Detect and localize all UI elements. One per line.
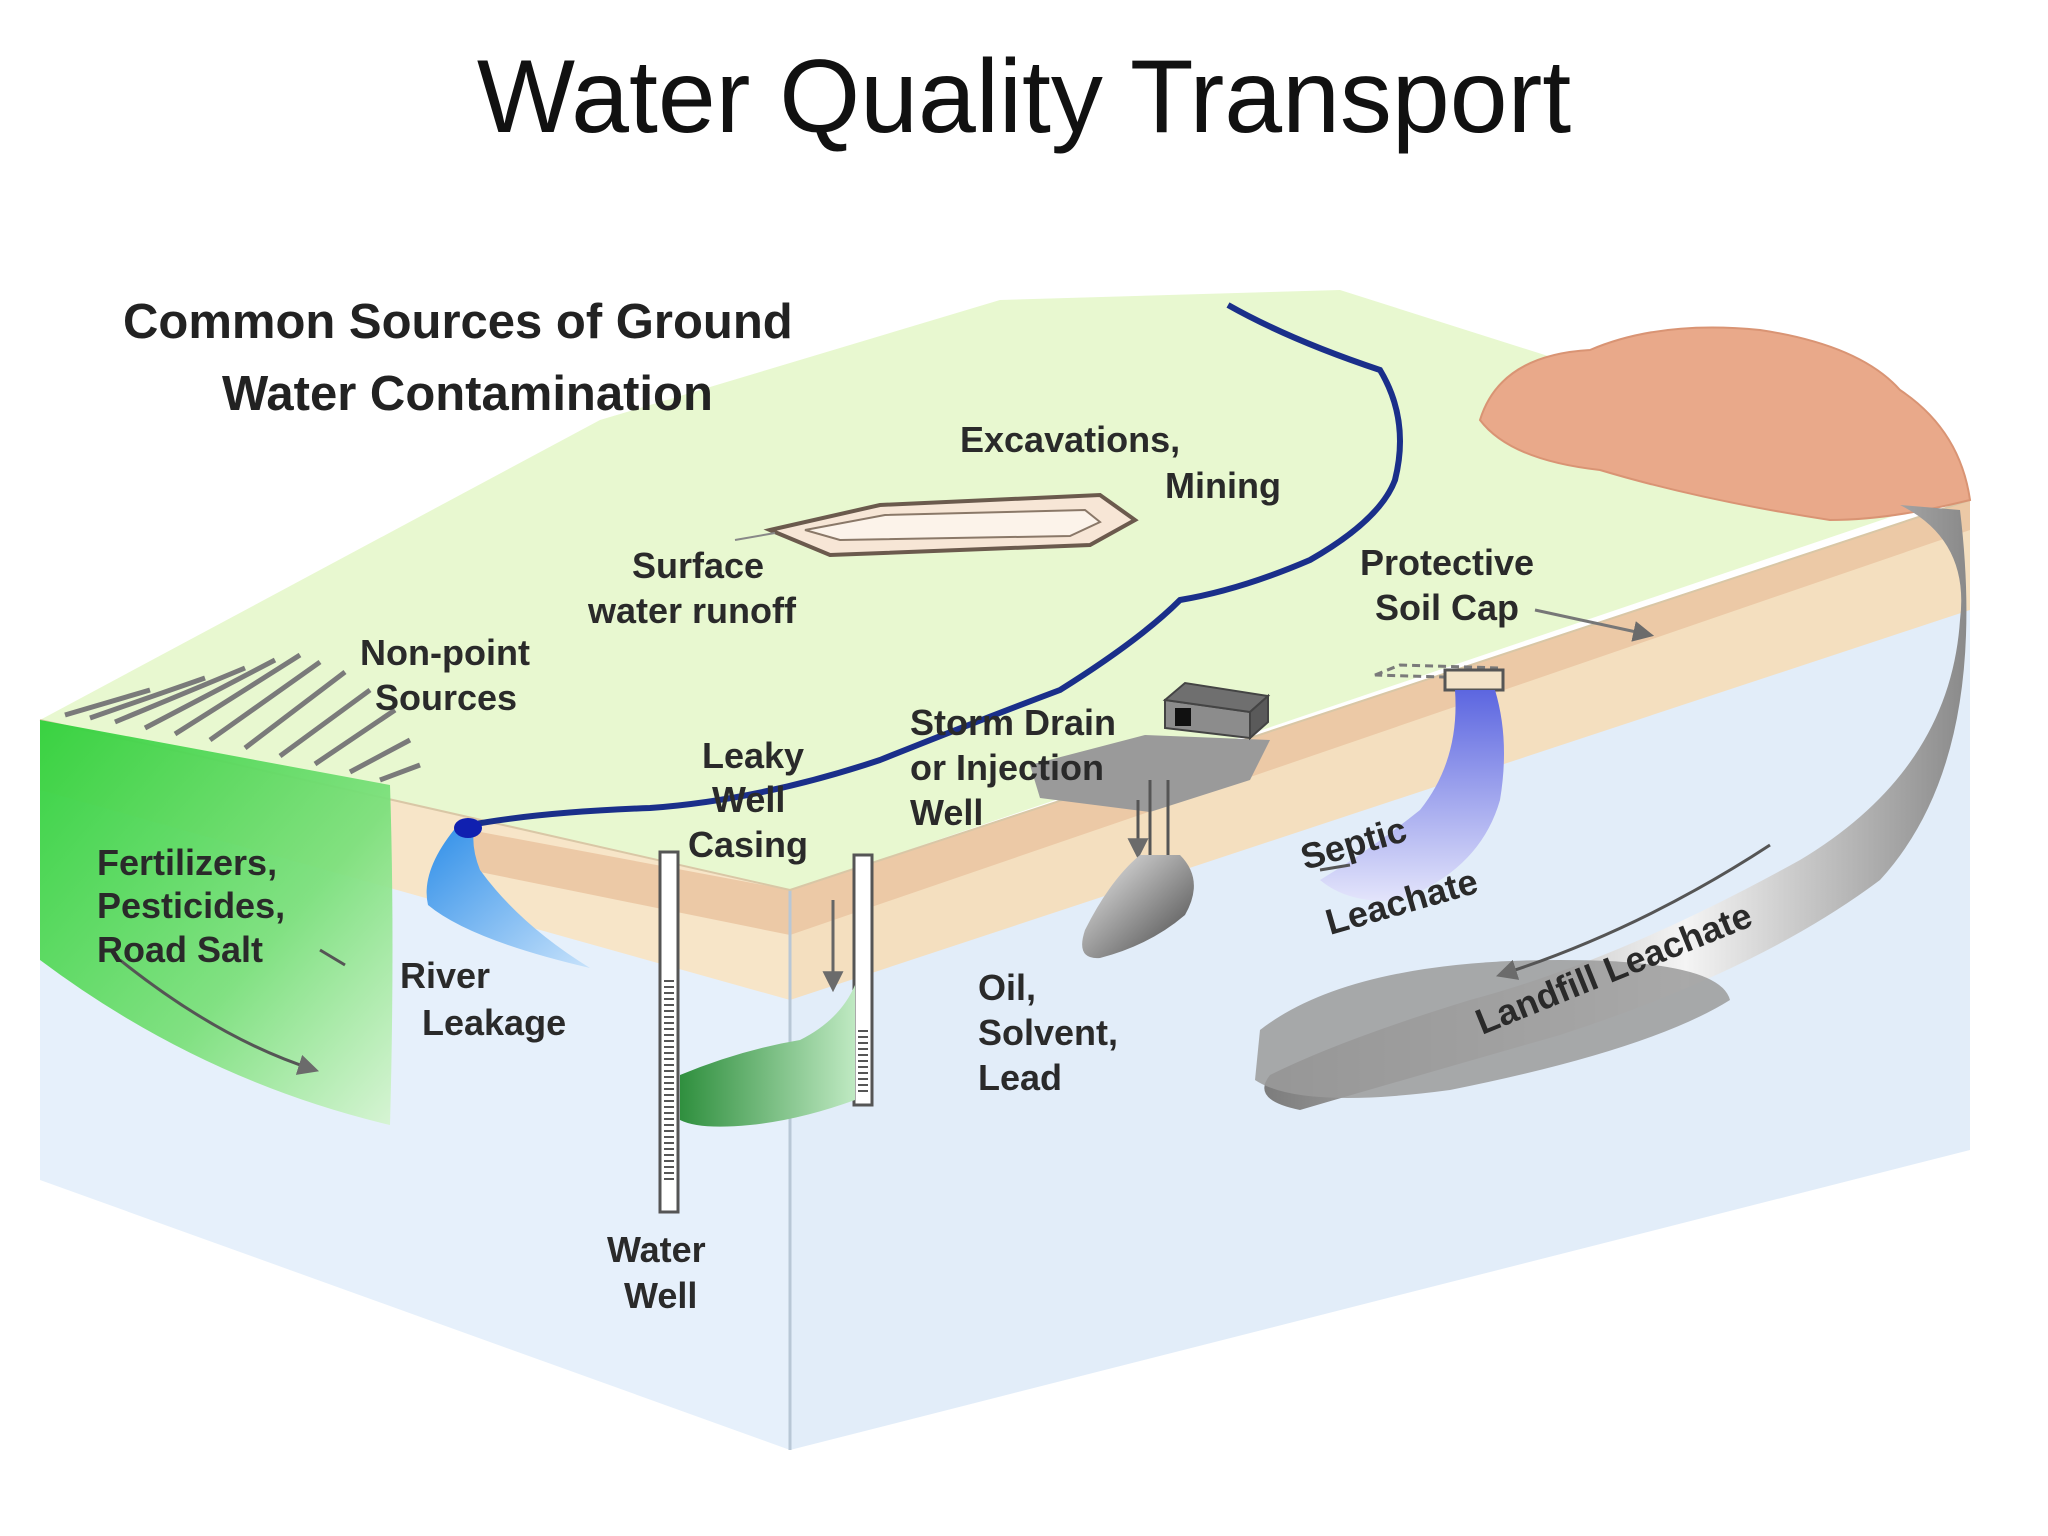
label-leaky-1: Leaky — [702, 735, 804, 776]
diagram-heading-line2: Water Contamination — [222, 367, 713, 421]
river-mouth — [454, 818, 482, 838]
leaky-well-plume — [680, 985, 855, 1127]
label-oil-2: Solvent, — [978, 1012, 1118, 1053]
label-oil-3: Lead — [978, 1057, 1062, 1098]
landfill-mound — [1478, 326, 1972, 522]
fertilizer-flow-arrow — [119, 958, 320, 1075]
label-fert-1: Fertilizers, — [97, 842, 277, 883]
label-river-1: River — [400, 955, 490, 996]
label-leaky-3: Casing — [688, 824, 808, 865]
label-protective-1: Protective — [1360, 542, 1534, 583]
protective-cap-arrow — [1534, 608, 1655, 642]
fertilizer-plume — [40, 720, 393, 1125]
label-storm-2: or Injection — [910, 747, 1104, 788]
label-storm-1: Storm Drain — [910, 702, 1116, 743]
river — [469, 302, 1403, 828]
label-storm-3: Well — [910, 792, 983, 833]
surface-runoff-pointer — [734, 532, 776, 541]
landfill-flow-arrow — [1496, 843, 1771, 980]
label-excavations-1: Excavations, — [960, 419, 1180, 460]
septic-flow-arrow — [1319, 863, 1351, 872]
water-well — [658, 850, 680, 1214]
landfill-lower-plume — [1255, 960, 1730, 1098]
label-water-2: Well — [624, 1275, 697, 1316]
label-excavations-2: Mining — [1165, 465, 1281, 506]
excavation-pit-inner — [804, 508, 1102, 542]
leaky-well — [852, 853, 874, 1107]
label-water-1: Water — [607, 1229, 706, 1270]
clay-band — [470, 500, 1970, 935]
slide-title: Water Quality Transport — [476, 39, 1572, 155]
non-point-stripes — [64, 652, 421, 783]
septic-tank — [1443, 668, 1505, 692]
label-surface-2: water runoff — [587, 590, 797, 631]
diagram-heading-line1: Common Sources of Ground — [123, 295, 793, 349]
building-side — [1249, 693, 1269, 741]
label-river-2: Leakage — [422, 1002, 566, 1043]
storm-drain-pad — [1030, 735, 1270, 812]
label-fert-2: Pesticides, — [97, 885, 285, 926]
groundwater-side-face — [790, 500, 1970, 1450]
label-nonpoint-1: Non-point — [360, 632, 530, 673]
label-oil-1: Oil, — [978, 967, 1036, 1008]
building-door — [1175, 708, 1191, 726]
label-nonpoint-2: Sources — [375, 677, 517, 718]
river-leakage-plume — [426, 825, 590, 968]
label-protective-2: Soil Cap — [1375, 587, 1519, 628]
fertilizer-pointer — [319, 948, 346, 967]
septic-leachate-plume — [1320, 690, 1504, 901]
label-leaky-2: Well — [712, 779, 785, 820]
label-fert-3: Road Salt — [97, 929, 263, 970]
oil-solvent-plume — [1082, 855, 1194, 959]
label-surface-1: Surface — [632, 545, 764, 586]
land-surface — [40, 290, 1970, 890]
